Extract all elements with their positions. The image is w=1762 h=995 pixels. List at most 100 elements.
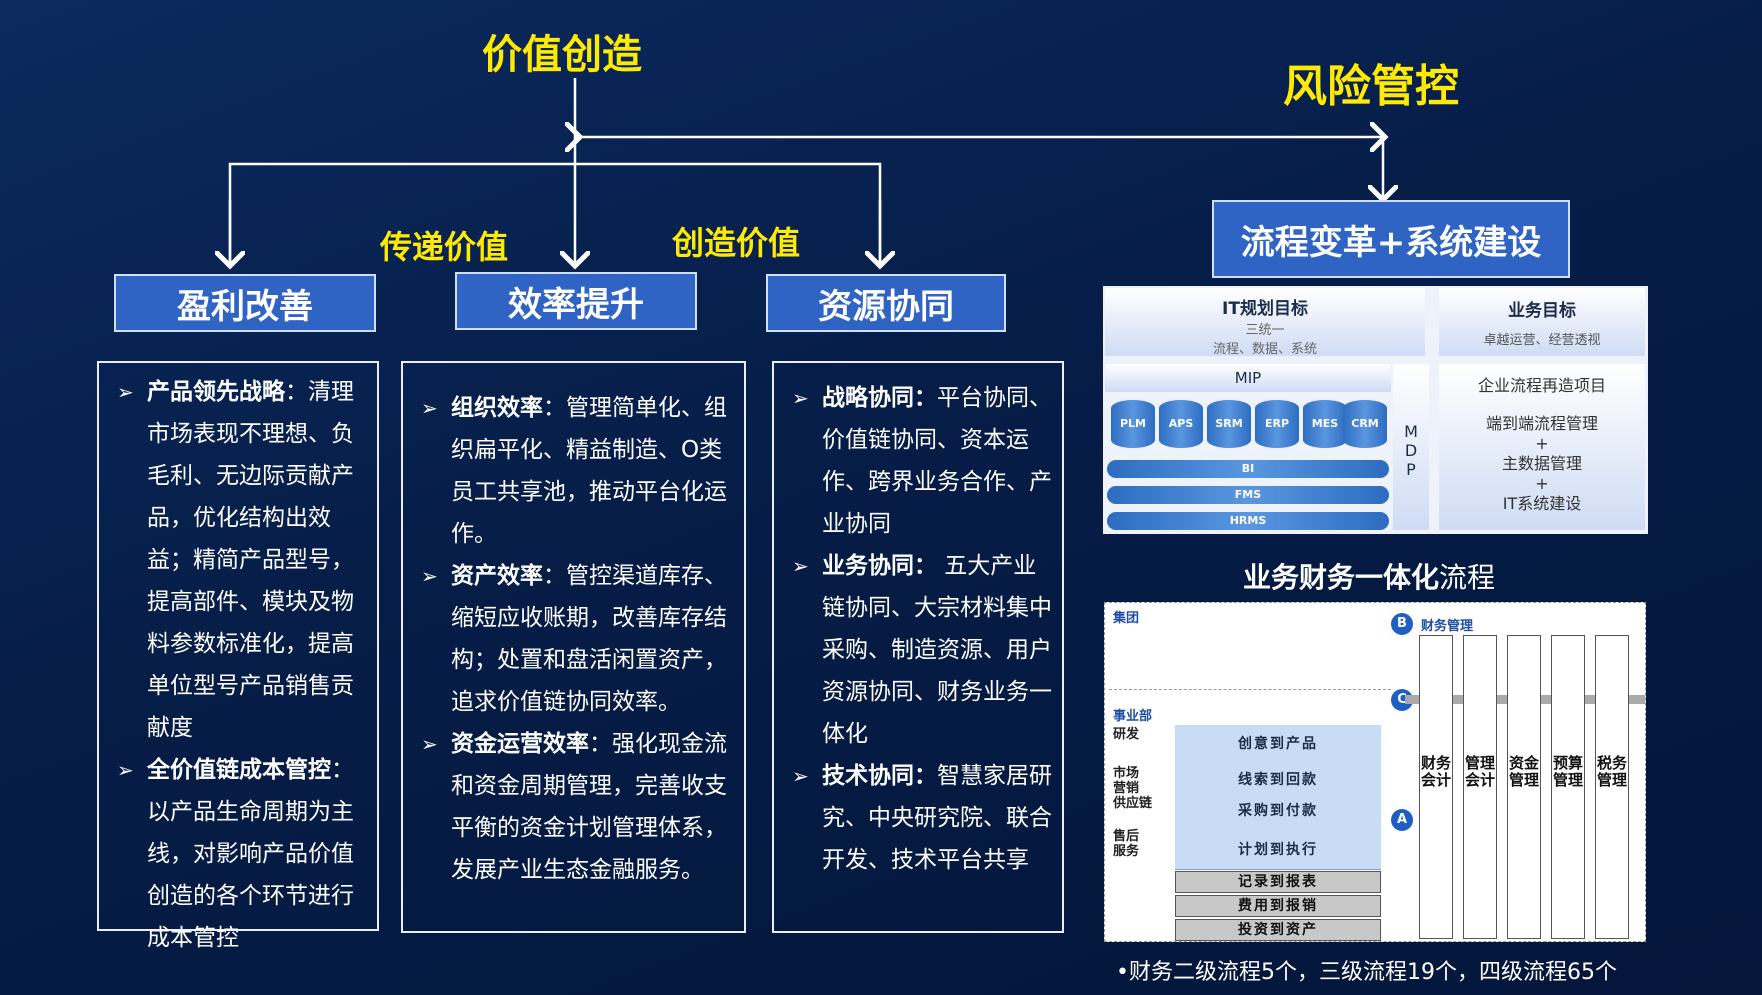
system-cylinder: PLM xyxy=(1111,400,1155,448)
transfer-value-label: 传递价值 xyxy=(380,228,509,266)
left-label: 服务 xyxy=(1113,844,1140,859)
efficiency-header: 效率提升 xyxy=(455,272,697,330)
circle-c-icon: C xyxy=(1391,689,1413,711)
item-text: ：强化现金流和资金周期管理，完善收支平衡的资金计划管理体系，发展产业生态金融服务… xyxy=(451,731,727,883)
process-step: 线索到回款 xyxy=(1175,763,1381,798)
left-label: 营销 xyxy=(1113,781,1140,796)
finance-column xyxy=(1463,635,1497,939)
item-text: ：管控渠道库存、缩短应收账期，改善库存结构；处置和盘活闲置资产，追求价值链协同效… xyxy=(451,563,727,715)
process-header: 流程变革+系统建设 xyxy=(1212,200,1570,278)
mdp-letter: M xyxy=(1404,422,1418,441)
biz-goal-title: 业务目标 xyxy=(1508,301,1576,321)
item-text: ：清理市场表现不理想、负毛利、无边际贡献产品，优化结构出效益；精简产品型号，提高… xyxy=(147,379,354,741)
arrow-icon: ➢ xyxy=(117,758,134,782)
resource-content: ➢ 战略协同：平台协同、价值链协同、资本运作、跨界业务合作、产业协同 ➢ 业务协同：… xyxy=(772,361,1064,933)
arrow-icon: ➢ xyxy=(792,554,809,578)
list-item: ➢ 业务协同： 五大产业链协同、大宗材料集中采购、制造资源、用户资源协同、财务业务… xyxy=(788,545,1052,755)
profit-header: 盈利改善 xyxy=(114,274,376,332)
item-title: 产品领先战略 xyxy=(147,379,285,405)
list-item: ➢ 战略协同：平台协同、价值链协同、资本运作、跨界业务合作、产业协同 xyxy=(788,377,1052,545)
list-item: ➢ 资金运营效率：强化现金流和资金周期管理，完善收支平衡的资金计划管理体系，发展产… xyxy=(417,723,734,891)
efficiency-content: ➢组织效率：管理简单化、组织扁平化、精益制造、O类员工共享池，推动平台化运作。 … xyxy=(401,361,746,933)
item-text: 五大产业链协同、大宗材料集中采购、制造资源、用户资源协同、财务业务一体化 xyxy=(822,553,1052,747)
item-text: ：管理简单化、组织扁平化、精益制造、O类员工共享池，推动平台化运作。 xyxy=(451,395,727,547)
item-title: 全价值链成本管控 xyxy=(147,757,331,783)
process-step: 计划到执行 xyxy=(1175,831,1381,870)
project-line: 端到端流程管理 xyxy=(1485,414,1598,433)
system-cylinder: MES xyxy=(1303,400,1347,448)
it-planning-panel: IT规划目标 三统一 流程、数据、系统 业务目标 卓越运营、经营透视 MIP P… xyxy=(1103,286,1648,534)
item-text: 平台协同、价值链协同、资本运作、跨界业务合作、产业协同 xyxy=(822,385,1052,537)
list-item: ➢ 产品领先战略：清理市场表现不理想、负毛利、无边际贡献产品，优化结构出效益；精简… xyxy=(113,371,367,749)
division-area xyxy=(1109,689,1391,942)
arrow-icon: ➢ xyxy=(421,396,438,420)
item-title: 技术协同： xyxy=(822,763,937,789)
column-label: 资金管理 xyxy=(1508,754,1539,789)
item-text: ：以产品生命周期为主线，对影响产品价值创造的各个环节进行成本管控 xyxy=(147,757,354,951)
list-item: ➢资产效率：管控渠道库存、缩短应收账期，改善库存结构；处置和盘活闲置资产，追求价… xyxy=(417,555,734,723)
left-label: 售后 xyxy=(1113,829,1140,844)
column-label: 财务会计 xyxy=(1420,754,1451,789)
left-label: 供应链 xyxy=(1113,796,1153,811)
it-goal-sub1: 三统一 xyxy=(1245,323,1285,338)
mdp-letter: D xyxy=(1404,441,1418,460)
system-cylinder: SRM xyxy=(1207,400,1251,448)
project-title: 企业流程再造项目 xyxy=(1477,376,1606,395)
system-cylinder: APS xyxy=(1159,400,1203,448)
item-text: 智慧家居研究、中央研究院、联合开发、技术平台共享 xyxy=(822,763,1052,873)
gray-process: 费用到报销 xyxy=(1175,895,1381,917)
project-line: 主数据管理 xyxy=(1501,454,1582,473)
finance-process-diagram: 集团 事业部 研发 市场 营销 供应链 售后 服务 创意到产品 线索到回款 采购… xyxy=(1104,602,1646,942)
finance-column xyxy=(1551,635,1585,939)
arrow-icon: ➢ xyxy=(117,380,134,404)
create-value-label: 创造价值 xyxy=(672,224,801,262)
list-item: ➢ 技术协同：智慧家居研究、中央研究院、联合开发、技术平台共享 xyxy=(788,755,1052,881)
system-cylinder: CRM xyxy=(1343,400,1387,448)
bi-bar: BI xyxy=(1107,460,1389,478)
item-title: 业务协同： xyxy=(822,553,937,579)
list-item: ➢ 组织效率：管理简单化、组织扁平化、精益制造、O类员工共享池，推动平台化运作。 xyxy=(417,387,734,555)
process-step: 采购到付款 xyxy=(1175,797,1381,832)
hrms-bar: HRMS xyxy=(1107,512,1389,530)
mdp-letter: P xyxy=(1406,460,1416,479)
division-label: 事业部 xyxy=(1113,709,1153,724)
system-cylinder: ERP xyxy=(1255,400,1299,448)
risk-control-title: 风险管控 xyxy=(1283,61,1459,112)
finance-mgmt-label: 财务管理 xyxy=(1421,619,1474,634)
project-cell: 企业流程再造项目 端到端流程管理 + 主数据管理 + IT系统建设 xyxy=(1439,364,1645,530)
it-goal-cell: IT规划目标 三统一 流程、数据、系统 xyxy=(1105,288,1425,357)
arrow-icon: ➢ xyxy=(421,564,438,588)
mip-cell: MIP xyxy=(1105,364,1391,392)
arrow-icon: ➢ xyxy=(792,764,809,788)
it-goal-title: IT规划目标 xyxy=(1222,299,1308,319)
column-label: 税务管理 xyxy=(1596,754,1627,789)
gray-process: 记录到报表 xyxy=(1175,871,1381,893)
arrow-icon: ➢ xyxy=(421,732,438,756)
fms-bar: FMS xyxy=(1107,486,1389,504)
project-line: IT系统建设 xyxy=(1502,494,1582,513)
project-line: + xyxy=(1535,434,1549,453)
finance-column xyxy=(1419,635,1453,939)
project-line: + xyxy=(1535,474,1549,493)
finance-column xyxy=(1595,635,1629,939)
gray-process: 投资到资产 xyxy=(1175,919,1381,941)
finance-title-rest: 流程 xyxy=(1439,561,1496,594)
column-label: 管理会计 xyxy=(1464,754,1495,789)
column-label: 预算管理 xyxy=(1552,754,1583,789)
list-item: ➢ 全价值链成本管控：以产品生命周期为主线，对影响产品价值创造的各个环节进行成本管… xyxy=(113,749,367,959)
it-goal-sub2: 流程、数据、系统 xyxy=(1212,342,1317,357)
finance-footnote: •财务二级流程5个，三级流程19个，四级流程65个 xyxy=(1116,960,1617,985)
left-label: 研发 xyxy=(1113,727,1140,742)
item-title: 战略协同： xyxy=(822,385,937,411)
process-step: 创意到产品 xyxy=(1175,725,1381,764)
biz-goal-cell: 业务目标 卓越运营、经营透视 xyxy=(1439,288,1645,356)
item-title: 组织效率 xyxy=(451,395,543,421)
left-label: 市场 xyxy=(1113,766,1140,781)
group-label: 集团 xyxy=(1113,611,1140,626)
finance-title: 业务财务一体化流程 xyxy=(1243,556,1495,596)
mdp-cell: M D P xyxy=(1393,364,1429,530)
item-title: 资金运营效率 xyxy=(451,731,589,757)
finance-column xyxy=(1507,635,1541,939)
arrow-icon: ➢ xyxy=(792,386,809,410)
